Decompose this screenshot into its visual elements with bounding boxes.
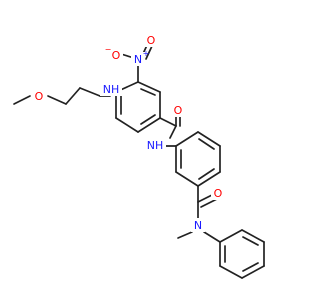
ring-b-benzene	[175, 131, 221, 187]
bond-c2-c3	[79, 87, 101, 97]
ring-c-bond-2	[241, 229, 265, 243]
bond-o-c1	[47, 95, 67, 105]
label-bg-amide1-o	[171, 103, 185, 117]
ring-a-bond-1	[137, 81, 161, 93]
ring-c-bond-4	[241, 265, 265, 279]
nitro-negative-charge: −	[105, 45, 112, 54]
nitro-oxygen-minus-label: O	[112, 49, 121, 62]
ring-b-double-2	[198, 168, 215, 180]
nitro-nitrogen-label: N	[134, 53, 142, 66]
label-bg-amine	[100, 82, 122, 96]
amide2-nitrogen-label: N	[194, 219, 202, 232]
methoxy-oxygen-label: O	[35, 90, 44, 103]
bond-c1-c2	[65, 87, 81, 105]
ring-b-bond-5	[175, 171, 199, 187]
ring-c-double-2	[242, 262, 259, 272]
label-bg-amide2-o	[211, 186, 225, 200]
ring-c-bond-5	[219, 265, 243, 279]
amide2-oxygen-label: O	[214, 187, 223, 200]
ring-b-bond-1	[175, 131, 199, 147]
bond-carbonyl2-o-b	[200, 198, 218, 208]
ring-c-phenyl	[219, 229, 265, 279]
bond-n-phenyl	[203, 231, 221, 243]
ring-c-bond-1	[219, 229, 243, 243]
label-bg-methoxy-o	[32, 89, 46, 103]
label-bg-amide1-nh	[144, 138, 166, 152]
amine-nh-label: NH	[103, 83, 120, 96]
bond-ring-a-carbonyl	[159, 117, 177, 127]
atom-labels: O NH N + O − O O NH O N	[32, 33, 225, 232]
nitro-positive-charge: +	[143, 49, 150, 58]
methoxypropyl-chain	[13, 87, 111, 105]
bond-methyl-o	[13, 95, 31, 105]
ring-b-bond-4	[197, 171, 221, 187]
ring-a-benzene	[115, 81, 161, 133]
structure-diagram: O NH N + O − O O NH O N	[13, 33, 265, 279]
ring-a-bond-4	[115, 117, 139, 133]
bond-n-methyl	[177, 231, 193, 239]
nitro-oxygen-double-label: O	[147, 34, 156, 47]
bond-carbonyl1-nh	[169, 125, 177, 139]
ring-a-double-1	[140, 88, 156, 96]
ring-b-double-1	[198, 138, 215, 150]
ring-c-double-1	[242, 236, 259, 246]
ring-a-bond-3	[137, 117, 161, 133]
label-bg-amide2-n	[191, 218, 205, 232]
amide1-oxygen-label: O	[174, 104, 183, 117]
ring-b-bond-2	[197, 131, 221, 147]
amide1-nh-label: NH	[147, 139, 164, 152]
label-bg-nitro-o2	[144, 33, 158, 47]
label-bg-nitro-o-minus	[109, 48, 123, 62]
ring-a-double-2	[140, 114, 156, 125]
bond-nitro-n-o-b	[145, 45, 153, 60]
molecule-canvas: O NH N + O − O O NH O N	[13, 33, 265, 279]
label-bg-nitro-n	[131, 52, 145, 66]
